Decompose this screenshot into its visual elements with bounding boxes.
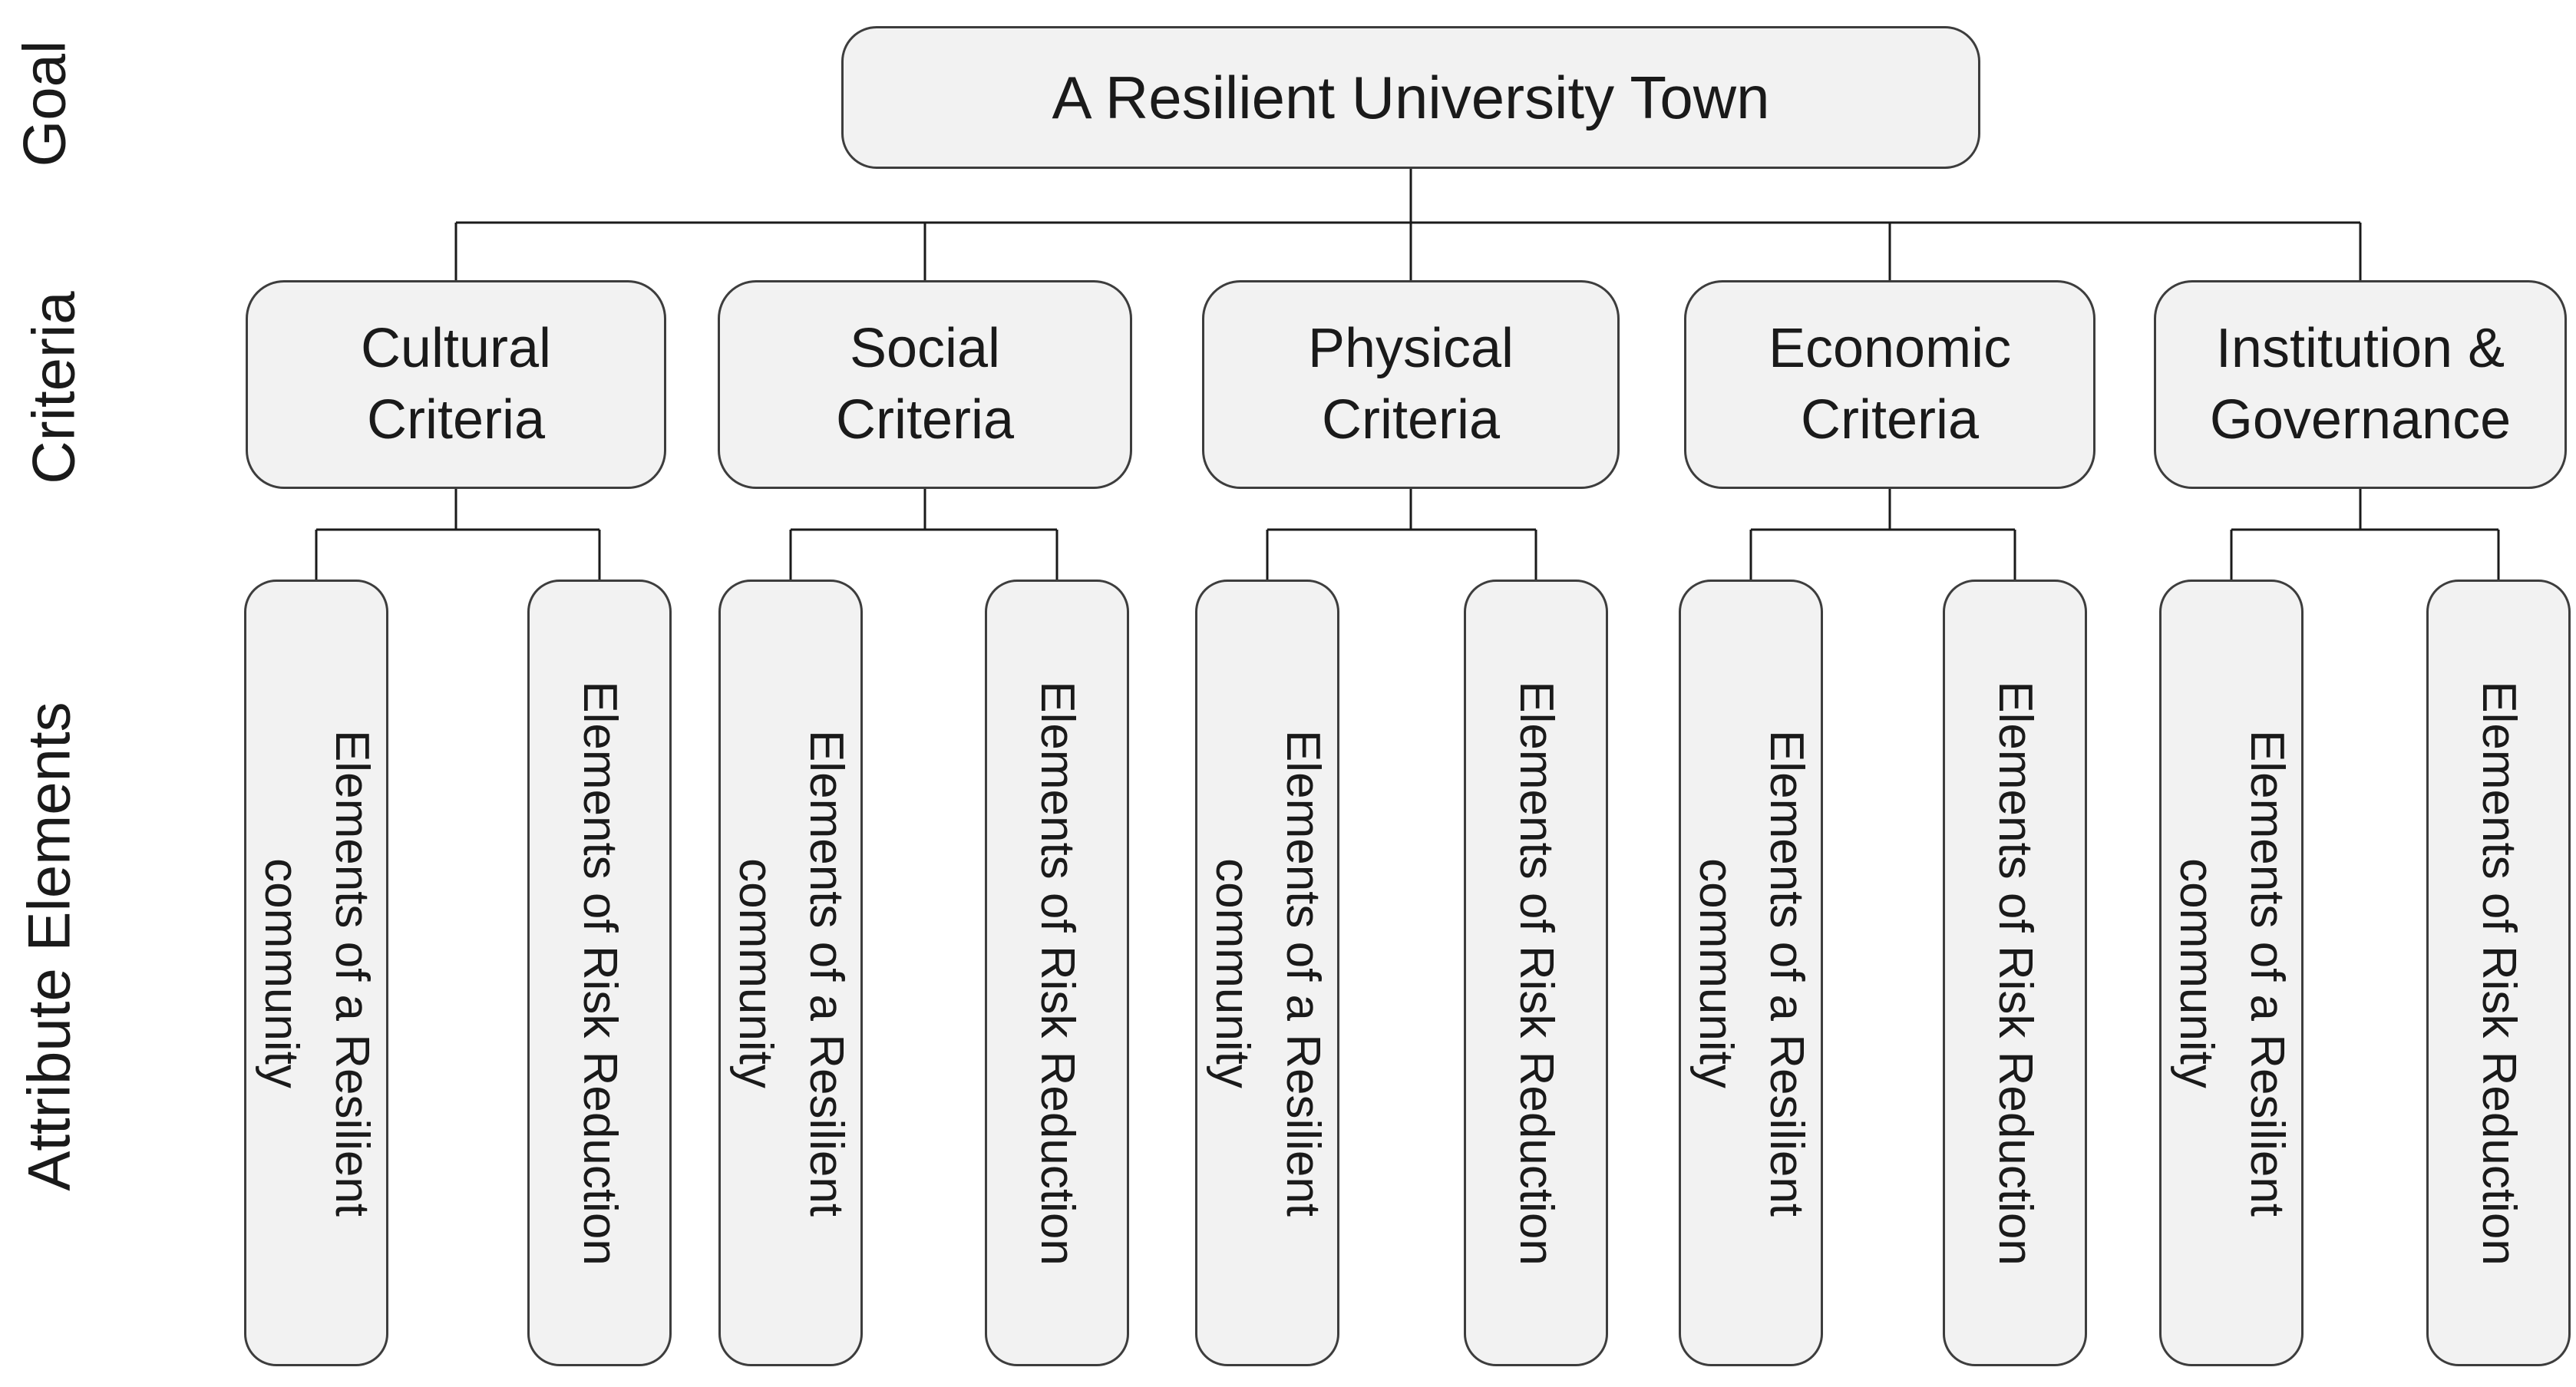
attribute-label: Elements of Risk Reduction	[1510, 680, 1563, 1266]
goal-label: A Resilient University Town	[1052, 63, 1770, 131]
attribute-label: Elements of Risk Reduction	[2472, 680, 2525, 1266]
goal-box: A Resilient University Town	[841, 26, 1980, 169]
attribute-box-institution-resilient-community: Elements of a Resilient community	[2159, 580, 2304, 1366]
attribute-box-social-resilient-community: Elements of a Resilient community	[718, 580, 863, 1366]
criteria-box-physical: Physical Criteria	[1202, 280, 1620, 489]
criteria-box-institution-governance: Institution & Governance	[2154, 280, 2567, 489]
criteria-box-cultural: Cultural Criteria	[246, 280, 666, 489]
attribute-box-economic-risk-reduction: Elements of Risk Reduction	[1943, 580, 2087, 1366]
social-children-connector	[789, 487, 1058, 582]
cultural-children-connector	[315, 487, 601, 582]
attribute-label: Elements of Risk Reduction	[1989, 680, 2042, 1266]
criteria-label-economic: Economic Criteria	[1768, 318, 2012, 451]
axis-label-goal: Goal	[10, 40, 78, 167]
criteria-box-social: Social Criteria	[718, 280, 1132, 489]
attribute-box-institution-risk-reduction: Elements of Risk Reduction	[2426, 580, 2571, 1366]
attribute-box-physical-risk-reduction: Elements of Risk Reduction	[1464, 580, 1608, 1366]
criteria-label-cultural: Cultural Criteria	[360, 318, 552, 451]
economic-children-connector	[1749, 487, 2016, 582]
attribute-box-cultural-resilient-community: Elements of a Resilient community	[244, 580, 388, 1366]
criteria-label-social: Social Criteria	[835, 318, 1015, 451]
attribute-box-physical-resilient-community: Elements of a Resilient community	[1195, 580, 1339, 1366]
criteria-label-institution-governance: Institution & Governance	[2209, 318, 2512, 451]
goal-to-criteria-connector	[454, 168, 2362, 282]
attribute-label: Elements of a Resilient community	[1206, 729, 1329, 1217]
physical-children-connector	[1266, 487, 1537, 582]
attribute-box-cultural-risk-reduction: Elements of Risk Reduction	[527, 580, 672, 1366]
attribute-label: Elements of a Resilient community	[1689, 729, 1813, 1217]
attribute-label: Elements of Risk Reduction	[573, 680, 626, 1266]
attribute-label: Elements of Risk Reduction	[1031, 680, 1084, 1266]
attribute-box-economic-resilient-community: Elements of a Resilient community	[1679, 580, 1823, 1366]
attribute-box-social-risk-reduction: Elements of Risk Reduction	[985, 580, 1129, 1366]
criteria-box-economic: Economic Criteria	[1684, 280, 2095, 489]
institution-children-connector	[2230, 487, 2500, 582]
axis-label-attribute-elements: Attribute Elements	[15, 702, 83, 1191]
attribute-label: Elements of a Resilient community	[2170, 729, 2294, 1217]
attribute-label: Elements of a Resilient community	[729, 729, 853, 1217]
axis-label-criteria: Criteria	[19, 291, 88, 484]
attribute-label: Elements of a Resilient community	[255, 729, 378, 1217]
criteria-label-physical: Physical Criteria	[1307, 318, 1514, 451]
